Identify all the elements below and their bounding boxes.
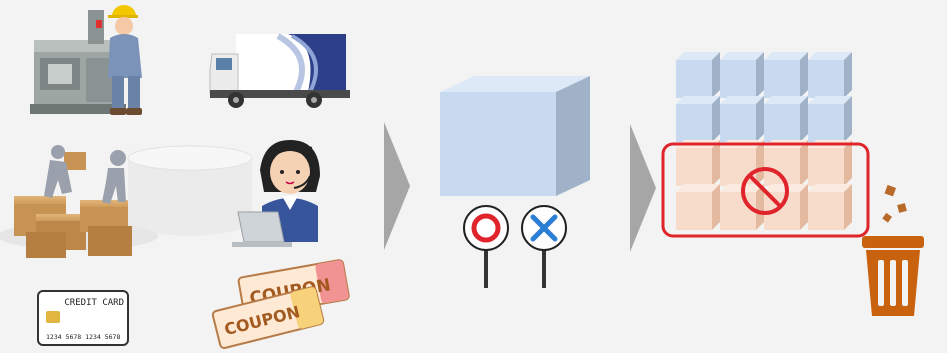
data-cube (720, 96, 764, 142)
data-cube (808, 52, 852, 98)
coupon-icons: COUPON COUPON (212, 260, 349, 349)
delivery-truck-icon (210, 34, 350, 108)
data-cube (676, 184, 720, 230)
cube-grid (676, 52, 852, 230)
data-cube (808, 96, 852, 142)
credit-card-title: CREDIT CARD (64, 298, 124, 308)
circle-ok-sign-icon (464, 206, 508, 288)
data-cube (720, 140, 764, 186)
data-cube-icon (440, 76, 590, 196)
trash-bin-icon (862, 236, 924, 316)
arrow-right-icon (384, 122, 410, 250)
data-cube (764, 96, 808, 142)
data-cube (676, 140, 720, 186)
data-cube (764, 140, 808, 186)
credit-card-icon: CREDIT CARD 1234 5678 1234 5678 (38, 291, 128, 345)
data-cube (808, 140, 852, 186)
falling-scraps-icon (882, 185, 907, 223)
data-cube (720, 52, 764, 98)
data-cube (808, 184, 852, 230)
data-cube (764, 52, 808, 98)
arrow-right-icon (630, 124, 656, 252)
factory-worker-icon (30, 5, 142, 115)
database-cylinder-icon (128, 146, 252, 236)
data-cube (676, 52, 720, 98)
data-cube (676, 96, 720, 142)
credit-card-number: 1234 5678 1234 5678 (46, 333, 120, 341)
cross-ng-sign-icon (522, 206, 566, 288)
